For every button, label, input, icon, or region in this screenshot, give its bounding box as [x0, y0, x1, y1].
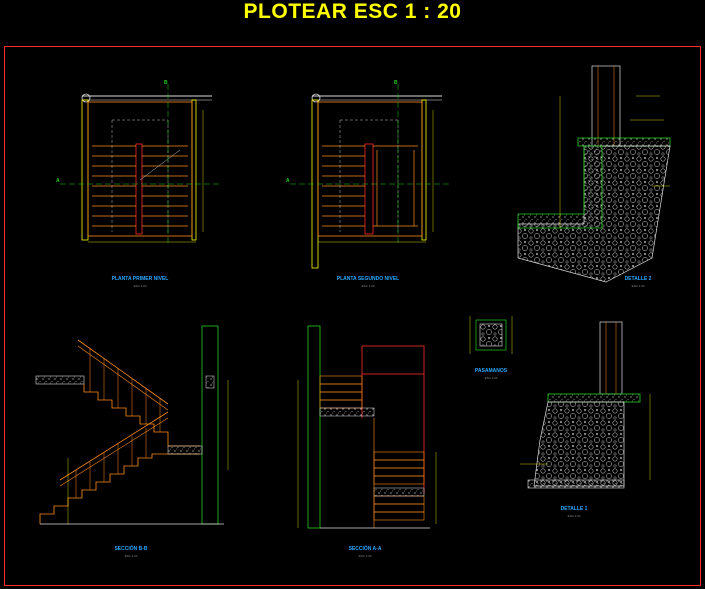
label-pasamanos: PASAMANOS: [474, 368, 508, 374]
detail-2: [517, 65, 671, 283]
scale-detalle-2: ESC 1:20: [631, 284, 645, 288]
section-aa: [297, 325, 437, 529]
detail-1: [520, 321, 651, 489]
label-seccion-aa: SECCIÓN A-A: [348, 546, 382, 552]
scale-planta-segundo-nivel: ESC 1:20: [361, 284, 375, 288]
section-bb: [35, 325, 229, 525]
drawing-frame: [4, 46, 701, 586]
scale-pasamanos: ESC 1:20: [484, 376, 498, 380]
section-marker-b-top-1: B: [164, 80, 168, 86]
scale-seccion-bb: ESC 1:20: [124, 554, 138, 558]
plan-second-level: [290, 84, 450, 269]
label-seccion-bb: SECCIÓN B-B: [114, 546, 148, 552]
section-marker-a-left-1: A: [56, 178, 60, 184]
scale-detalle-1: ESC 1:20: [567, 514, 581, 518]
label-detalle-2: DETALLE 2: [624, 276, 652, 282]
plan-first-level: [60, 84, 220, 246]
label-detalle-1: DETALLE 1: [560, 506, 588, 512]
handrail-detail: [469, 316, 513, 354]
label-planta-segundo-nivel: PLANTA SEGUNDO NIVEL: [336, 276, 400, 282]
scale-seccion-aa: ESC 1:20: [358, 554, 372, 558]
section-marker-a-left-2: A: [286, 178, 290, 184]
sheet-title: PLOTEAR ESC 1 : 20: [243, 0, 462, 23]
scale-planta-primer-nivel: ESC 1:20: [133, 284, 147, 288]
label-planta-primer-nivel: PLANTA PRIMER NIVEL: [111, 276, 169, 282]
section-marker-b-top-2: B: [394, 80, 398, 86]
